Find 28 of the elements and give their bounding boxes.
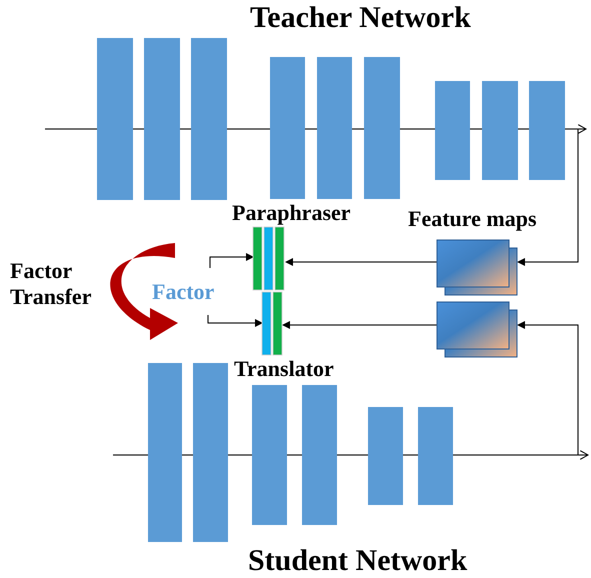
layer-block (191, 38, 227, 200)
arrow (282, 321, 438, 329)
layer-block (364, 57, 400, 199)
network-title: Teacher Network (250, 3, 471, 33)
network-title: Student Network (248, 546, 468, 576)
layer-block (529, 81, 565, 180)
arrow (285, 258, 438, 266)
layer-block (302, 385, 337, 525)
layer-block (317, 57, 352, 199)
text-label: Factor Transfer (10, 258, 92, 311)
arrow (517, 321, 578, 456)
node-label: Paraphraser (232, 202, 351, 224)
arrow (210, 253, 254, 268)
layer-block (435, 81, 470, 180)
layer-block (418, 407, 453, 505)
layer-block (270, 57, 305, 199)
layer-block (144, 38, 180, 200)
layer-block (368, 407, 403, 505)
node-label: Feature maps (408, 208, 537, 230)
layer-block (252, 385, 287, 525)
layer-block (148, 363, 182, 542)
text-label: Factor (152, 281, 214, 303)
arrow (517, 128, 578, 266)
layer-block (482, 81, 518, 180)
arrow (208, 314, 263, 327)
layer-block (97, 38, 133, 200)
layer-block (193, 363, 228, 542)
node-label: Translator (234, 358, 334, 380)
